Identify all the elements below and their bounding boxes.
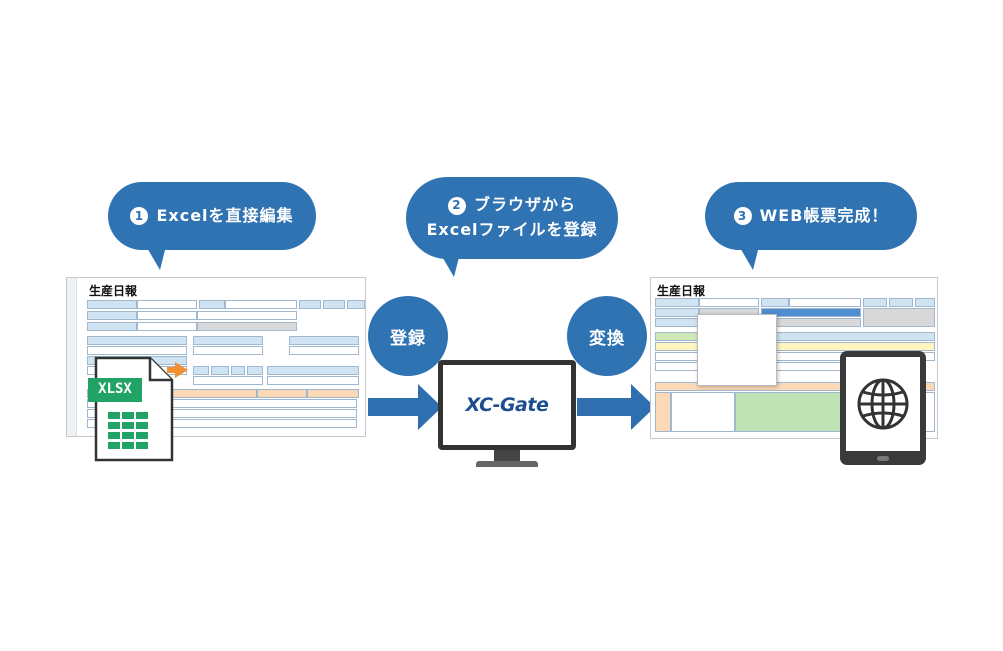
convert-circle: 変換	[567, 296, 647, 376]
step-2-bubble: 2 ブラウザから Excelファイルを登録	[406, 177, 618, 277]
xc-gate-logo: XC-Gate	[465, 394, 549, 416]
tablet-home-button	[877, 456, 889, 461]
line-select-dropdown[interactable]	[697, 314, 777, 386]
step-3-text: 3 WEB帳票完成！	[733, 204, 889, 229]
dropdown-option[interactable]	[698, 363, 776, 375]
step-3-label: WEB帳票完成！	[759, 205, 889, 225]
bubble-tail	[739, 246, 759, 270]
step-2-label-line1: ブラウザから	[473, 195, 576, 215]
globe-icon	[857, 378, 909, 430]
bubble-tail	[440, 253, 460, 277]
step-2-number: 2	[447, 196, 466, 215]
step-3-bubble: 3 WEB帳票完成！	[705, 182, 917, 270]
arrow-right-icon	[368, 384, 442, 430]
file-type-label: XLSX	[98, 381, 132, 397]
row-number-column	[67, 278, 77, 436]
sheet-title: 生産日報	[657, 284, 706, 298]
orange-arrow-icon	[175, 362, 188, 378]
step-1-bubble: 1 Excelを直接編集	[108, 182, 316, 270]
step-1-text: 1 Excelを直接編集	[130, 204, 293, 229]
monitor-icon: XC-Gate	[438, 360, 576, 450]
step-3-number: 3	[733, 206, 752, 225]
dropdown-option[interactable]	[698, 351, 776, 363]
dropdown-option[interactable]	[698, 327, 776, 339]
dropdown-option[interactable]	[698, 339, 776, 351]
step-2-label-line2: Excelファイルを登録	[426, 220, 598, 239]
monitor-stand	[494, 450, 520, 462]
excel-file-icon: XLSX	[88, 356, 174, 462]
dropdown-option[interactable]	[698, 315, 776, 327]
step-2-text: 2 ブラウザから	[447, 193, 576, 218]
tablet-icon	[840, 351, 926, 465]
arrow-right-icon	[577, 384, 655, 430]
register-circle: 登録	[368, 296, 448, 376]
bubble-tail	[146, 246, 166, 270]
step-1-label: Excelを直接編集	[156, 205, 294, 225]
monitor-base	[476, 461, 538, 467]
step-1-number: 1	[130, 206, 149, 225]
orange-arrow-bar	[167, 367, 175, 373]
sheet-title: 生産日報	[89, 284, 138, 298]
